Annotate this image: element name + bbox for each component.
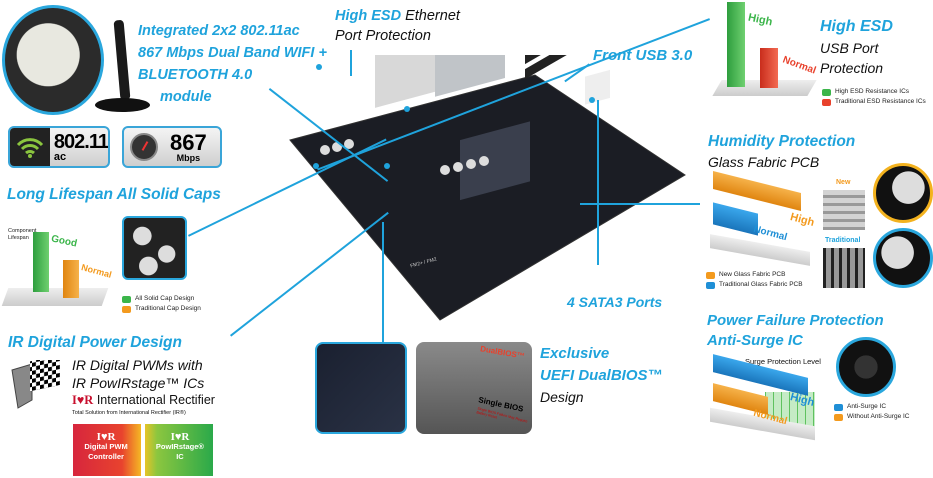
surge-heading: Power Failure Protection Anti-Surge IC (707, 312, 884, 349)
surge-legend: Anti-Surge IC Without Anti-Surge IC (834, 402, 910, 422)
caps-chart: Good Normal (1, 210, 115, 310)
usb-esd-text: High ESD USB Port Protection (820, 18, 893, 76)
callout-dot (316, 64, 322, 70)
swatch-blue (834, 403, 843, 411)
caps-legend: All Solid Cap Design Traditional Cap Des… (122, 294, 201, 314)
surge-chart-title: Surge Protection Level (745, 357, 821, 366)
ir-solution-boxes: I♥R Digital PWM Controller I♥R PowIRstag… (73, 424, 213, 476)
esd-normal-bar (760, 48, 778, 88)
swatch-orange (706, 271, 715, 279)
antenna-photo (95, 19, 155, 115)
callout-dot (313, 163, 319, 169)
legend-item: New Glass Fabric PCB (706, 270, 803, 280)
fiber-traditional-zoom (873, 228, 933, 288)
wifi-title: Integrated 2x2 802.11ac 867 Mbps Dual Ba… (138, 23, 327, 105)
callout-dot (589, 97, 595, 103)
ir-heading: IR Digital Power Design (8, 334, 182, 351)
legend-item: Traditional Glass Fabric PCB (706, 280, 803, 290)
caps-good-bar (33, 232, 49, 292)
legend-item: High ESD Resistance ICs (822, 87, 926, 97)
legend-item: All Solid Cap Design (122, 294, 201, 304)
dualbios-subtitle: Design (540, 389, 584, 405)
weave-traditional-label: Traditional (825, 237, 861, 244)
callout-line-ethernet (350, 50, 352, 76)
ir-logo: I♥R (72, 393, 94, 407)
weave-new-label: New (836, 179, 851, 186)
caps-heading: Long Lifespan All Solid Caps (7, 186, 221, 203)
humidity-chart: High Normal (705, 171, 820, 268)
swatch-red (822, 98, 831, 106)
swatch-green (122, 295, 131, 303)
digital-pwm-box: I♥R Digital PWM Controller (84, 431, 128, 462)
ethernet-callout: High ESD Ethernet Port Protection (335, 8, 460, 44)
anti-surge-ic-photo (836, 337, 896, 397)
usb-esd-legend: High ESD Resistance ICs Traditional ESD … (822, 87, 926, 107)
checkered-shield-icon (8, 354, 66, 412)
swatch-orange (122, 305, 131, 313)
usb-esd-chart: High Normal (712, 0, 817, 100)
dualbios-heading: Exclusive UEFI DualBIOS™ (540, 345, 663, 384)
legend-item: Traditional Cap Design (122, 304, 201, 314)
swatch-green (822, 88, 831, 96)
humidity-heading: Humidity Protection Glass Fabric PCB (708, 133, 856, 170)
motherboard-photo: FM2+ / FM2 (255, 0, 695, 335)
legend-item: Anti-Surge IC (834, 402, 910, 412)
weave-new-image (823, 190, 865, 230)
weave-traditional-image (823, 248, 865, 288)
wifi-card-photo (2, 5, 104, 115)
humidity-legend: New Glass Fabric PCB Traditional Glass F… (706, 270, 803, 290)
callout-dot (404, 106, 410, 112)
legend-item: Traditional ESD Resistance ICs (822, 97, 926, 107)
front-usb-label: Front USB 3.0 (593, 47, 693, 64)
caps-axis-label: Component Lifespan (8, 228, 37, 241)
esd-high-bar (727, 2, 745, 87)
callout-line-bios (382, 222, 384, 342)
ir-subtitle: IR Digital PWMs with IR PowIRstage™ ICs (72, 357, 205, 391)
ir-brand: I♥R International Rectifier (72, 393, 215, 407)
sata-label: 4 SATA3 Ports (567, 294, 663, 310)
swatch-blue (706, 281, 715, 289)
dualbios-diagram: DualBIOS™ Single BIOS Single BIOS Failur… (416, 342, 532, 434)
bios-chip-photo (315, 342, 407, 434)
callout-line-sata (597, 100, 599, 265)
legend-item: Without Anti-Surge IC (834, 412, 910, 422)
callout-dot (384, 163, 390, 169)
fiber-new-zoom (873, 163, 933, 223)
solid-caps-photo (122, 216, 187, 280)
ir-tagline: Total Solution from International Rectif… (72, 410, 186, 416)
swatch-orange (834, 413, 843, 421)
speedometer-icon (124, 128, 164, 166)
callout-line-humidity (580, 203, 700, 205)
badge-867mbps: 867 Mbps (122, 126, 222, 168)
caps-normal-bar (63, 260, 79, 298)
wifi-signal-icon (10, 128, 50, 166)
badge-80211ac: 802.11 ac (8, 126, 110, 168)
humidity-normal-bar (713, 202, 758, 236)
powirstage-box: I♥R PowIRstage® IC (155, 431, 204, 462)
surge-chart: High Normal (705, 354, 820, 442)
